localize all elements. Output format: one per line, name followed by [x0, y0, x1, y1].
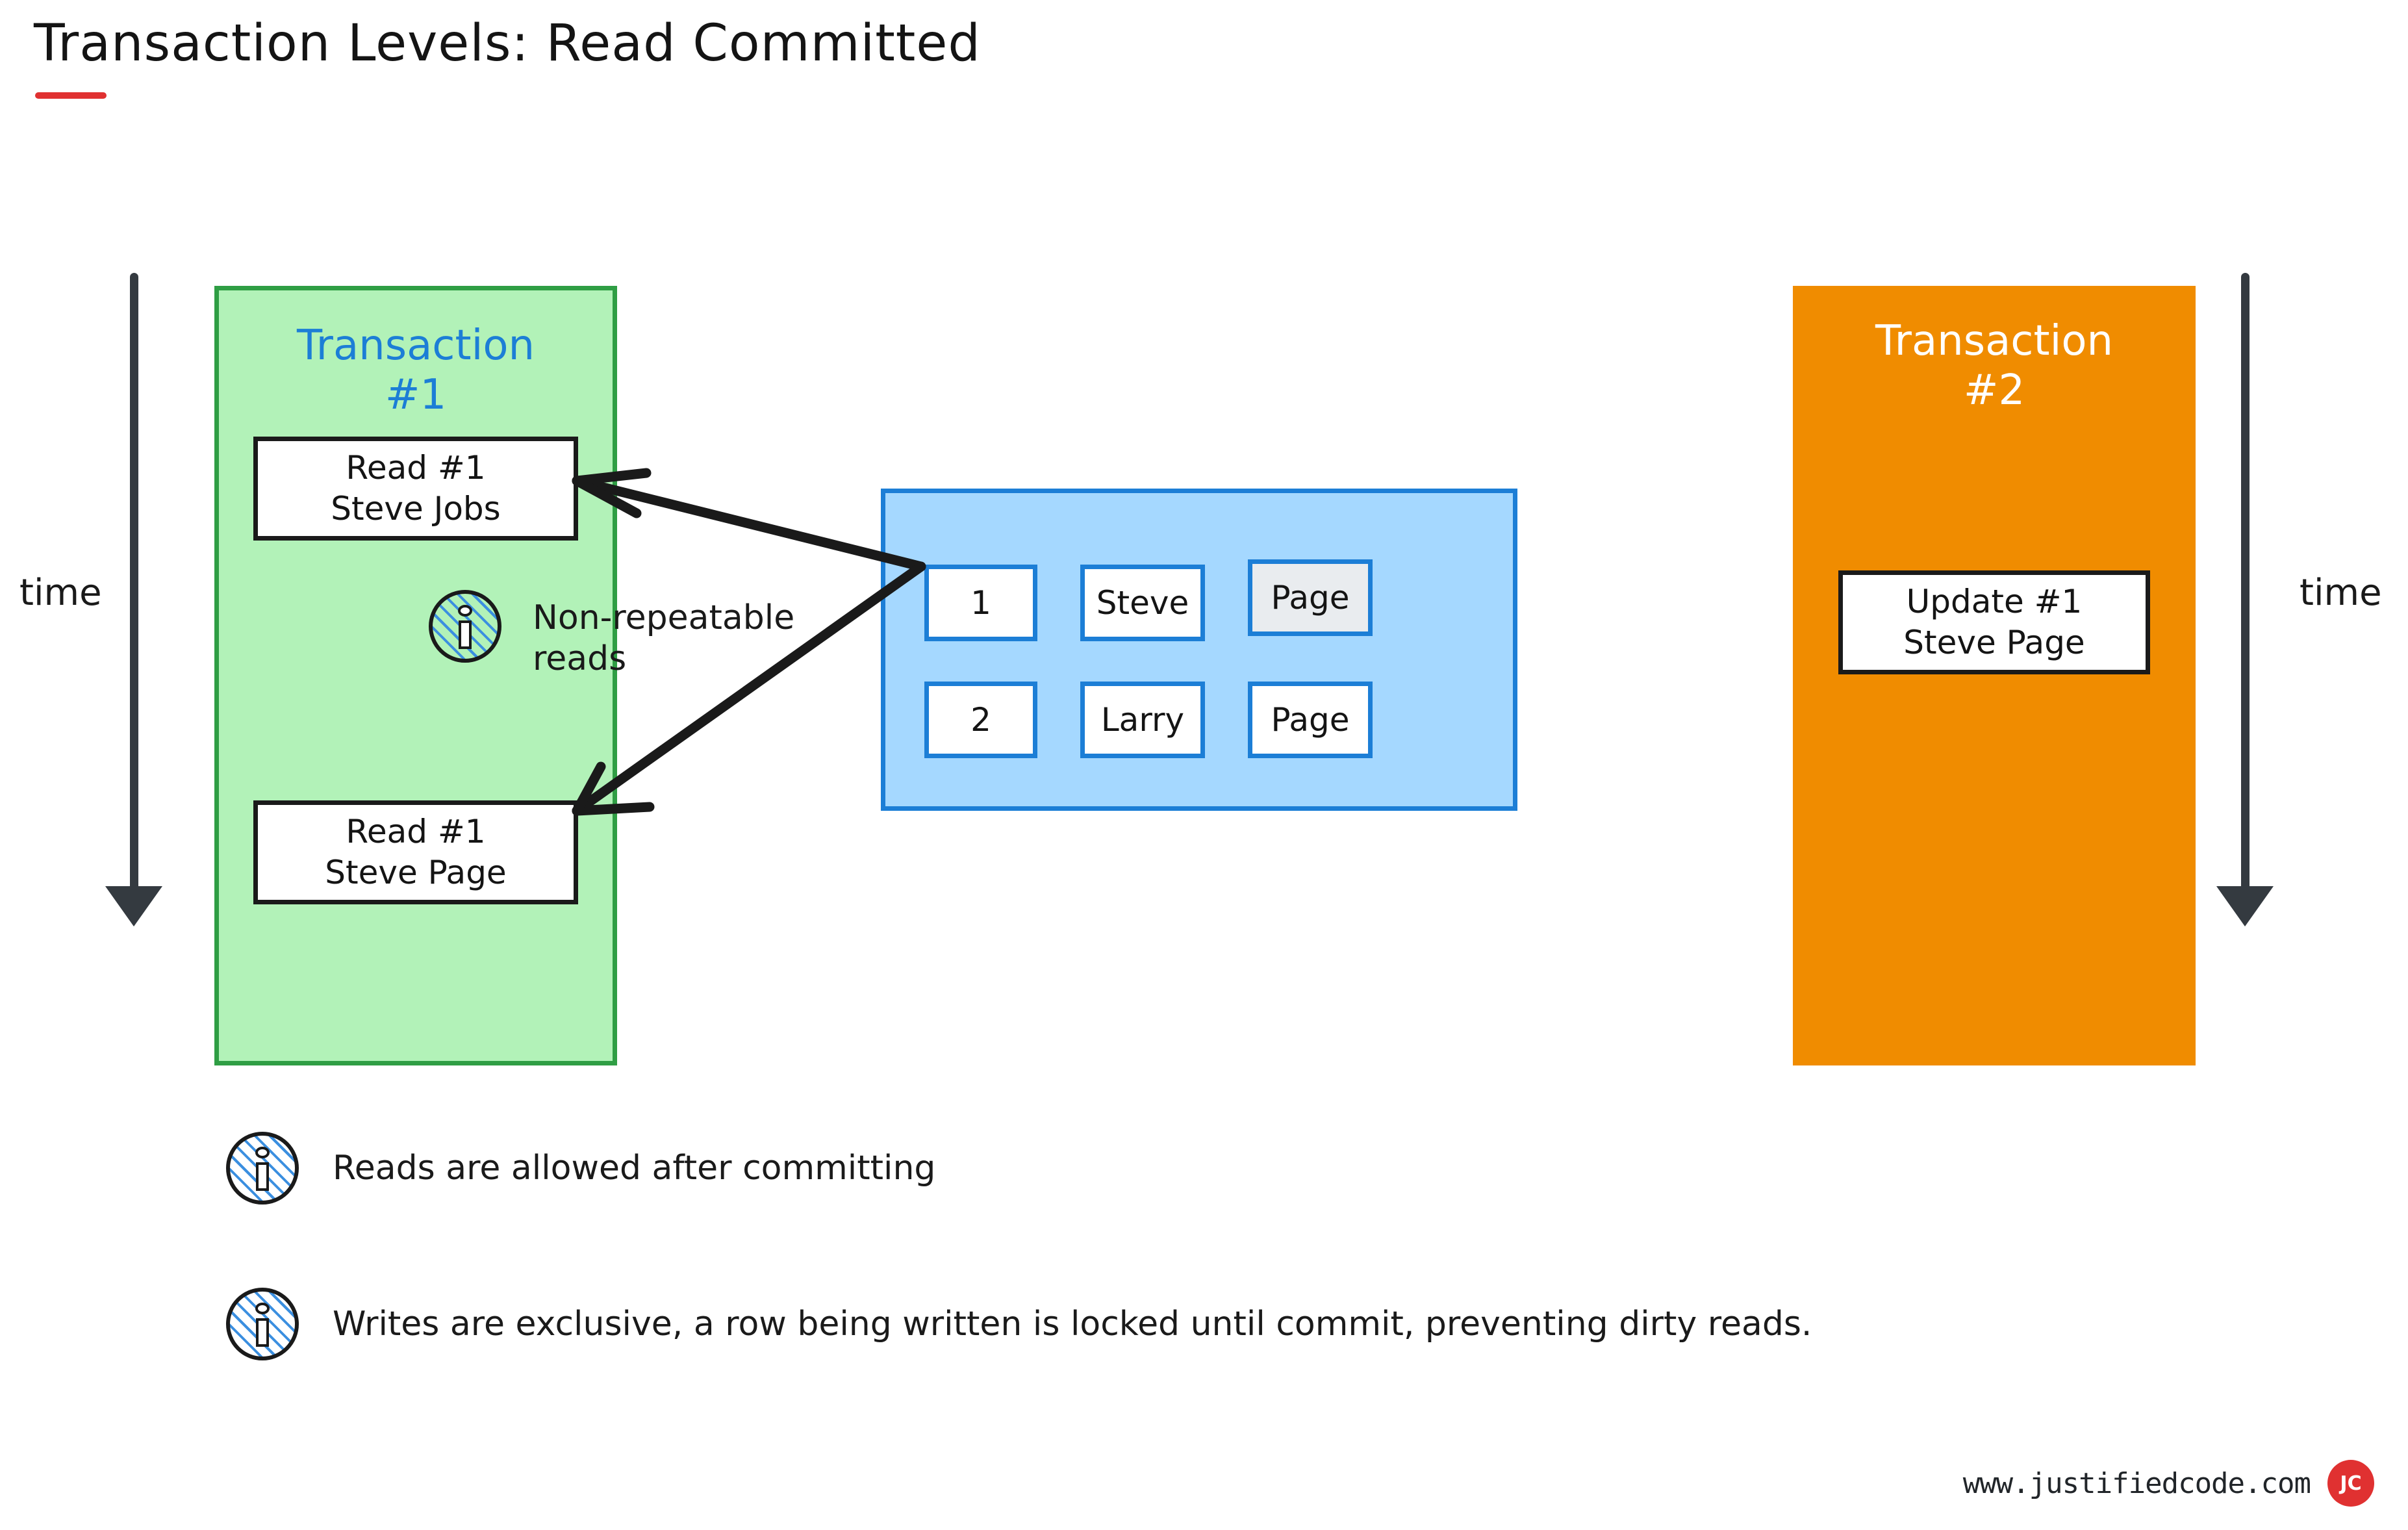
table-cell-last-name[interactable]: Page — [1248, 682, 1373, 758]
footer: www.justifiedcode.com JC — [1963, 1460, 2374, 1507]
brand-badge: JC — [2327, 1460, 2374, 1507]
transaction-1-panel[interactable]: Transaction #1 — [214, 286, 617, 1065]
operation-box-read-2[interactable]: Read #1 Steve Page — [253, 800, 578, 904]
table-cell-id[interactable]: 1 — [924, 565, 1037, 641]
time-axis-left-shaft — [130, 273, 138, 923]
transaction-1-title: Transaction #1 — [296, 322, 535, 419]
table-cell-last-name[interactable]: Page — [1248, 559, 1373, 636]
page-title: Transaction Levels: Read Committed — [34, 14, 981, 73]
info-icon — [226, 1288, 299, 1360]
legend-text-reads: Reads are allowed after committing — [333, 1149, 936, 1188]
time-axis-right-arrowhead — [2216, 886, 2274, 926]
footer-url[interactable]: www.justifiedcode.com — [1962, 1466, 2311, 1500]
info-icon-bar — [256, 1162, 269, 1191]
time-axis-left-arrowhead — [105, 886, 162, 926]
info-icon-bar — [459, 620, 472, 649]
table-cell-first-name[interactable]: Steve — [1080, 565, 1205, 641]
info-icon — [226, 1132, 299, 1205]
info-icon-dot — [458, 605, 472, 617]
table-cell-first-name[interactable]: Larry — [1080, 682, 1205, 758]
table-cell-id[interactable]: 2 — [924, 682, 1037, 758]
info-icon-dot — [255, 1147, 270, 1158]
database-table: 1 Steve Page 2 Larry Page — [881, 489, 1517, 811]
title-underline-accent — [35, 92, 107, 99]
transaction-2-panel[interactable]: Transaction #2 — [1793, 286, 2196, 1065]
info-icon — [429, 590, 501, 663]
legend-text-writes: Writes are exclusive, a row being writte… — [333, 1305, 1812, 1344]
operation-box-update-1[interactable]: Update #1 Steve Page — [1838, 570, 2150, 674]
legend-item-reads: Reads are allowed after committing — [226, 1132, 935, 1205]
info-icon-dot — [255, 1303, 270, 1314]
transaction-2-title: Transaction #2 — [1875, 317, 2114, 414]
info-icon-bar — [256, 1318, 269, 1347]
time-axis-right — [2209, 273, 2287, 926]
time-axis-left — [97, 273, 175, 926]
time-axis-right-shaft — [2241, 273, 2250, 923]
time-label-right: time — [2300, 572, 2382, 614]
arrow-line-to-read-1 — [572, 476, 926, 572]
time-label-left: time — [19, 572, 102, 614]
non-repeatable-reads-label: Non-repeatable reads — [533, 598, 795, 679]
legend-item-writes: Writes are exclusive, a row being writte… — [226, 1288, 1812, 1360]
operation-box-read-1[interactable]: Read #1 Steve Jobs — [253, 437, 578, 541]
